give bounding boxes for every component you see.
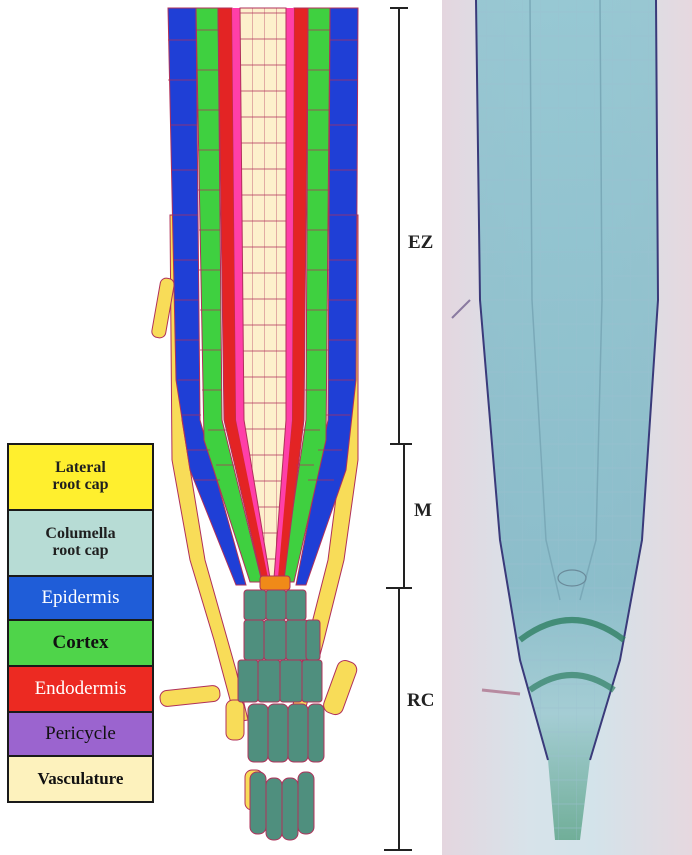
columella-cell	[308, 704, 324, 762]
ez-label: EZ	[408, 232, 433, 254]
columella-cell	[248, 704, 268, 762]
columella-cell	[286, 620, 308, 660]
legend-lateral-root-cap: Lateral root cap	[9, 445, 152, 511]
columella-cell	[238, 660, 258, 702]
columella-cells	[238, 590, 324, 840]
columella-cell	[288, 704, 308, 762]
legend-label: Lateral	[55, 460, 106, 477]
columella-cell	[266, 778, 282, 840]
zone-brackets	[384, 8, 412, 850]
columella-cell	[302, 660, 322, 702]
root-micrograph	[442, 0, 692, 855]
legend-label: Endodermis	[35, 679, 127, 699]
columella-cell	[298, 772, 314, 834]
legend-label: Vasculature	[38, 770, 124, 788]
columella-cell	[306, 620, 320, 660]
legend-label: root cap	[52, 543, 108, 560]
columella-cell	[280, 660, 302, 702]
sloughed-cap-cell	[159, 685, 220, 707]
columella-cell	[282, 778, 298, 840]
columella-cell	[250, 772, 266, 834]
sloughed-cap-cell	[321, 658, 359, 717]
legend-endodermis: Endodermis	[9, 667, 152, 713]
columella-cell	[258, 660, 280, 702]
sloughed-cap-cell	[226, 700, 244, 740]
tissue-legend: Lateral root cap Columella root cap Epid…	[7, 443, 154, 803]
quiescent-center	[260, 576, 290, 590]
legend-label: Cortex	[53, 633, 109, 653]
legend-label: root cap	[52, 477, 108, 494]
legend-epidermis: Epidermis	[9, 577, 152, 621]
m-label: M	[414, 500, 432, 522]
columella-cell	[286, 590, 306, 620]
rc-label: RC	[407, 690, 434, 712]
columella-cell	[266, 590, 286, 620]
columella-cell	[244, 590, 266, 620]
columella-cell	[268, 704, 288, 762]
legend-columella-root-cap: Columella root cap	[9, 511, 152, 577]
root-schematic	[151, 8, 359, 840]
legend-cortex: Cortex	[9, 621, 152, 667]
legend-label: Pericycle	[45, 724, 116, 744]
legend-label: Epidermis	[41, 588, 119, 608]
columella-cell	[244, 620, 264, 660]
legend-vasculature: Vasculature	[9, 757, 152, 801]
columella-cell	[264, 620, 286, 660]
legend-label: Columella	[45, 526, 115, 543]
legend-pericycle: Pericycle	[9, 713, 152, 757]
